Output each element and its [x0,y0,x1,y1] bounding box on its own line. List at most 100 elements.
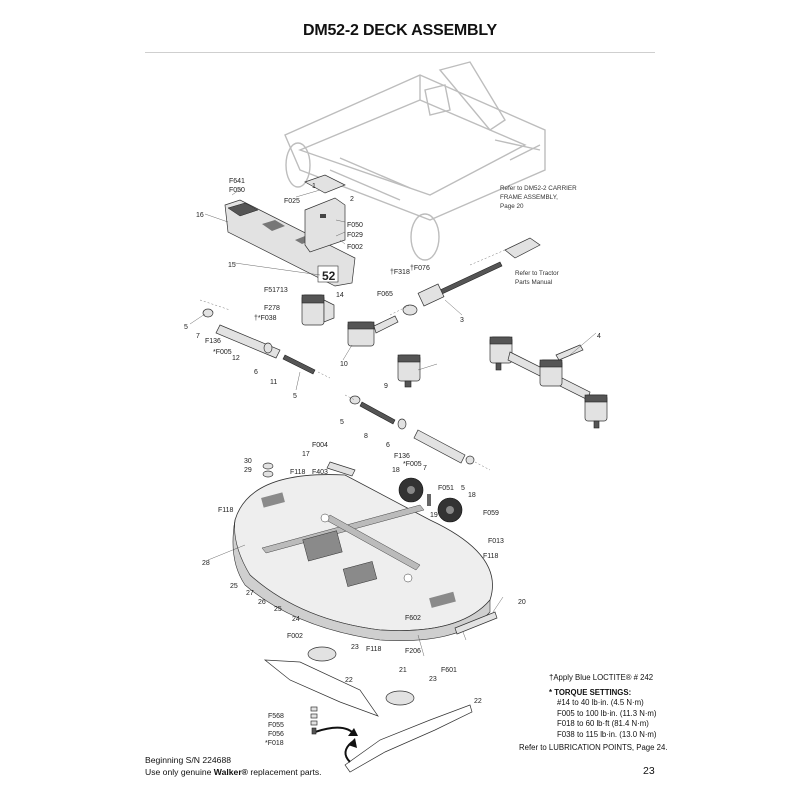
callout-4: 4 [597,333,601,340]
callout-f517: F517 [264,287,280,294]
callout-f641: F641 [229,178,245,185]
callout-22b: 22 [474,698,482,705]
callout-7a: 7 [196,333,200,340]
callout-f136b: F136 [394,453,410,460]
callout-15: 15 [228,262,236,269]
svg-text:Page 20: Page 20 [500,203,524,210]
footer-serial-number: Beginning S/N 224688 [145,755,232,765]
lubrication-reference: Refer to LUBRICATION POINTS, Page 24. [519,743,668,752]
callout-6b: 6 [386,442,390,449]
svg-text:FRAME ASSEMBLY,: FRAME ASSEMBLY, [500,194,558,201]
idler-pulleys [398,477,463,523]
callout-f118d: F118 [366,646,382,653]
center-gearbox [347,315,399,347]
callout-f278: F278 [264,305,280,312]
callout-f025: F025 [284,198,300,205]
callout-1: 1 [312,183,316,190]
callout-14: 14 [336,292,344,299]
callout-20: 20 [518,599,526,606]
leader-lines [189,187,597,657]
callout-f206: F206 [405,648,421,655]
callout-30: 30 [244,458,252,465]
callout-f076: †F076 [410,265,430,272]
page-number: 23 [643,765,655,777]
callout-f051: F051 [438,485,454,492]
front-housing: 52 [224,199,356,287]
callout-16: 16 [196,212,204,219]
callout-23b: 23 [429,676,437,683]
callout-17: 17 [302,451,310,458]
footer-genuine-parts: Use only genuine Walker® replacement par… [145,767,322,777]
callout-27: 27 [246,590,254,597]
tractor-manual-reference: Refer to Tractor Parts Manual [515,270,559,286]
callout-9: 9 [384,383,388,390]
svg-text:Refer to DM52-2 CARRIER: Refer to DM52-2 CARRIER [500,185,577,192]
callout-f055: F055 [268,722,284,729]
callout-f050: F050 [229,187,245,194]
callout-6a: 6 [254,369,258,376]
brand-name: Walker® [213,767,248,777]
callout-f005a: *F005 [213,349,232,356]
callout-5c: 5 [340,419,344,426]
right-angle-gearbox-left [301,294,335,326]
callout-13: 13 [280,287,288,294]
callout-2: 2 [350,196,354,203]
callout-f065: F065 [377,291,393,298]
callout-f029: F029 [347,232,363,239]
blade-bolt-stack [310,706,318,735]
callout-f568: F568 [268,713,284,720]
callout-f318: †F318 [390,269,410,276]
callout-labels: F641 F050 F025 16 1 2 F050 F029 F002 15 … [184,178,601,747]
torque-row: F005 to 100 lb·in. (11.3 N·m) [557,708,657,718]
callout-3: 3 [460,317,464,324]
callout-28: 28 [202,560,210,567]
callout-f056: F056 [268,731,284,738]
callout-21: 21 [399,667,407,674]
svg-text:Refer to Tractor: Refer to Tractor [515,270,559,277]
mower-deck [232,474,493,641]
callout-5a: 5 [184,324,188,331]
callout-18a: 18 [392,467,400,474]
callout-29: 29 [244,467,252,474]
deck-decal-label: 52 [322,269,336,283]
callout-f004: F004 [312,442,328,449]
callout-f002b: F002 [287,633,303,640]
callout-f403: F403 [312,469,328,476]
callout-f005b: *F005 [403,461,422,468]
callout-22a: 22 [345,677,353,684]
callout-12: 12 [232,355,240,362]
callout-f050b: F050 [347,222,363,229]
callout-5b: 5 [293,393,297,400]
callout-f002: F002 [347,244,363,251]
callout-25b: 25 [274,606,282,613]
callout-11: 11 [270,379,277,386]
callout-f013: F013 [488,538,504,545]
callout-26: 26 [258,599,266,606]
callout-18b: 18 [468,492,476,499]
svg-text:Parts Manual: Parts Manual [515,279,552,286]
callout-f602: F602 [405,615,421,622]
callout-f059: F059 [483,510,499,517]
torque-settings-title: * TORQUE SETTINGS: [549,687,632,697]
loctite-note: †Apply Blue LOCTITE® # 242 [549,673,654,682]
pto-shaft-assembly [389,237,541,316]
callout-5d: 5 [461,485,465,492]
washer-stack [262,462,274,478]
callout-f136a: F136 [205,338,221,345]
torque-row: F018 to 60 lb·ft (81.4 N·m) [557,719,649,728]
carrier-frame-reference: Refer to DM52-2 CARRIER FRAME ASSEMBLY, … [500,185,577,210]
callout-f118a: F118 [290,469,306,476]
callout-10: 10 [340,361,348,368]
callout-f118b: F118 [218,507,234,514]
spindle-gearbox [397,354,421,388]
callout-24: 24 [292,616,300,623]
callout-f038: †*F038 [254,315,277,322]
callout-23a: 23 [351,644,359,651]
callout-f018: *F018 [265,740,284,747]
title-rule [145,52,655,53]
assembly-notes: †Apply Blue LOCTITE® # 242 * TORQUE SETT… [549,673,789,740]
callout-f601: F601 [441,667,457,674]
page-title: DM52-2 DECK ASSEMBLY [303,22,497,39]
torque-row: F038 to 115 lb·in. (13.0 N·m) [557,729,657,739]
